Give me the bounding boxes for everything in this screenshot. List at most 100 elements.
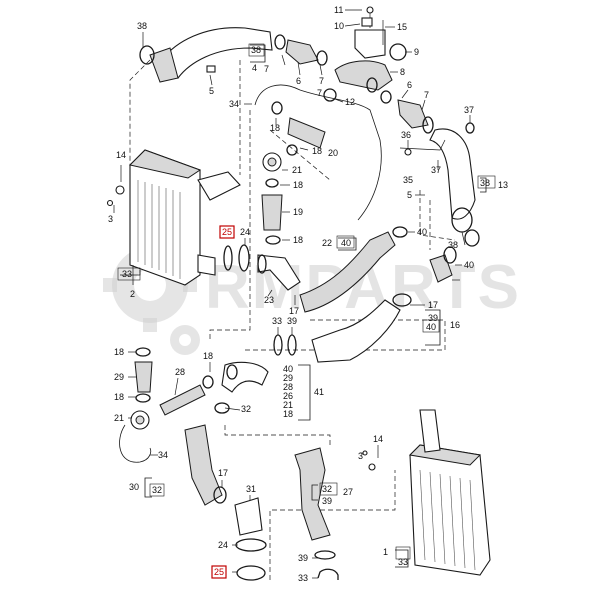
- label-7: 7: [424, 90, 429, 100]
- label-27: 27: [343, 487, 353, 497]
- label-23: 23: [264, 295, 274, 305]
- label-17: 17: [289, 306, 299, 316]
- part-labels: 38 38 4 5 7 6 7 11 10 15 9 8 7 12 6 7 37…: [108, 5, 508, 583]
- label-2: 2: [130, 289, 135, 299]
- hose-6-7: [274, 34, 328, 66]
- label-9: 9: [414, 47, 419, 57]
- label-14: 14: [116, 150, 126, 160]
- label-7: 7: [319, 76, 324, 86]
- label-18: 18: [293, 235, 303, 245]
- label-32: 32: [152, 485, 162, 495]
- air-duct-4: [139, 27, 273, 83]
- elbow-26: [214, 361, 269, 414]
- label-20: 20: [328, 148, 338, 158]
- pipe-28: [159, 375, 214, 416]
- label-29: 29: [283, 373, 293, 383]
- label-19: 19: [293, 207, 303, 217]
- label-7: 7: [264, 64, 269, 74]
- label-40: 40: [464, 260, 474, 270]
- label-38: 38: [448, 240, 458, 250]
- label-33: 33: [398, 557, 408, 567]
- label-15: 15: [397, 22, 407, 32]
- label-25-highlighted: 25: [214, 567, 224, 577]
- label-29: 29: [114, 372, 124, 382]
- vent-hose-34: [254, 84, 382, 221]
- label-13: 13: [498, 180, 508, 190]
- hose-18-20: [271, 101, 326, 156]
- label-24: 24: [240, 227, 250, 237]
- label-21: 21: [283, 400, 293, 410]
- label-32: 32: [241, 404, 251, 414]
- valve-21-hose-19: [261, 152, 283, 245]
- label-25-highlighted: 25: [222, 227, 232, 237]
- label-33: 33: [122, 269, 132, 279]
- label-41: 41: [314, 387, 324, 397]
- label-14: 14: [373, 434, 383, 444]
- label-39: 39: [287, 316, 297, 326]
- label-38: 38: [251, 45, 261, 55]
- watermark: RMPARTS: [103, 238, 519, 355]
- label-28: 28: [283, 382, 293, 392]
- label-38: 38: [480, 178, 490, 188]
- label-18: 18: [114, 392, 124, 402]
- label-18: 18: [283, 409, 293, 419]
- pipe-31-seals: [234, 497, 267, 581]
- label-11: 11: [334, 5, 343, 15]
- pipe-23: [257, 254, 301, 291]
- label-24: 24: [218, 540, 228, 550]
- label-3: 3: [358, 451, 363, 461]
- pipe-30: [184, 424, 227, 506]
- label-7: 7: [317, 88, 322, 98]
- left-middle-parts: [119, 347, 153, 463]
- group-brackets: [117, 43, 496, 560]
- label-4: 4: [252, 63, 257, 73]
- label-17: 17: [218, 468, 228, 478]
- label-33: 33: [298, 573, 308, 583]
- label-37: 37: [431, 165, 441, 175]
- label-18: 18: [114, 347, 124, 357]
- label-38: 38: [137, 21, 147, 31]
- label-30: 30: [129, 482, 139, 492]
- hose-right-top: [397, 99, 475, 134]
- label-28: 28: [175, 367, 185, 377]
- label-3: 3: [108, 214, 113, 224]
- label-6: 6: [407, 80, 412, 90]
- valve-housing-8: [334, 6, 407, 91]
- label-1: 1: [383, 547, 388, 557]
- label-6: 6: [296, 76, 301, 86]
- label-18: 18: [203, 351, 213, 361]
- label-18: 18: [293, 180, 303, 190]
- label-10: 10: [334, 21, 344, 31]
- pipe-22: [299, 226, 408, 313]
- label-18: 18: [270, 123, 280, 133]
- seals-24-25-upper: [223, 244, 250, 272]
- label-34: 34: [229, 99, 239, 109]
- label-40: 40: [341, 238, 351, 248]
- intercooler-left-2: [106, 149, 241, 286]
- highlight-box-25-upper: [219, 225, 235, 239]
- label-17: 17: [428, 300, 438, 310]
- label-39: 39: [428, 313, 438, 323]
- intercooler-right-1: [362, 409, 491, 576]
- label-37: 37: [464, 105, 474, 115]
- clamps-12: [323, 77, 392, 104]
- label-5: 5: [407, 190, 412, 200]
- label-34: 34: [158, 450, 168, 460]
- label-40: 40: [283, 364, 293, 374]
- pipe-27: [294, 447, 339, 580]
- label-12: 12: [345, 97, 355, 107]
- label-40: 40: [417, 227, 427, 237]
- label-18: 18: [312, 146, 322, 156]
- label-31: 31: [246, 484, 256, 494]
- label-36: 36: [401, 130, 411, 140]
- label-21: 21: [114, 413, 124, 423]
- label-5: 5: [209, 86, 214, 96]
- highlight-box-25-lower: [211, 565, 227, 579]
- label-39: 39: [322, 496, 332, 506]
- hose-40-right: [429, 229, 480, 283]
- label-16: 16: [450, 320, 460, 330]
- label-21: 21: [292, 165, 302, 175]
- label-32: 32: [322, 484, 332, 494]
